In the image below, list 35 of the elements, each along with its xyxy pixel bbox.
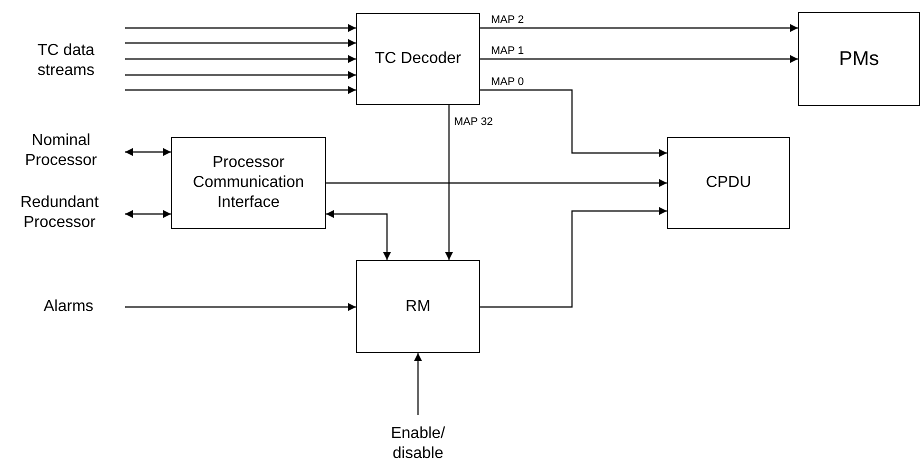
arrow	[125, 148, 171, 156]
arrow	[326, 210, 391, 260]
edge-label: MAP 2	[490, 14, 525, 26]
interface-box	[171, 137, 326, 229]
arrow	[480, 24, 798, 32]
arrow	[125, 39, 356, 47]
box-label: CPDU	[706, 173, 752, 193]
box-label: Processor Communication Interface	[192, 153, 306, 213]
arrow	[480, 55, 798, 63]
decoder-box	[356, 13, 480, 105]
arrow	[480, 207, 667, 308]
arrow	[125, 24, 356, 32]
box-label: TC Decoder	[374, 49, 462, 69]
input-label: Nominal Processor	[24, 131, 98, 171]
unit-box	[667, 137, 790, 229]
box-label: RM	[406, 296, 430, 316]
input-label: Enable/ disable	[390, 424, 446, 464]
input-label: Redundant Processor	[19, 193, 100, 233]
arrow	[480, 89, 667, 157]
edge-label: MAP 32	[453, 116, 494, 128]
arrow	[445, 105, 453, 260]
arrow	[414, 353, 422, 415]
arrow	[125, 55, 356, 63]
edge-label: MAP 0	[490, 76, 525, 88]
input-label: TC data streams	[36, 41, 96, 81]
arrow	[125, 210, 171, 218]
edge-label: MAP 1	[490, 45, 525, 57]
arrow	[125, 86, 356, 94]
input-label: Alarms	[44, 297, 94, 317]
module-box	[798, 12, 920, 106]
arrow	[125, 303, 356, 311]
module-box	[356, 260, 480, 353]
box-label: PMs	[839, 49, 879, 69]
arrow	[326, 179, 667, 187]
arrow	[125, 71, 356, 79]
